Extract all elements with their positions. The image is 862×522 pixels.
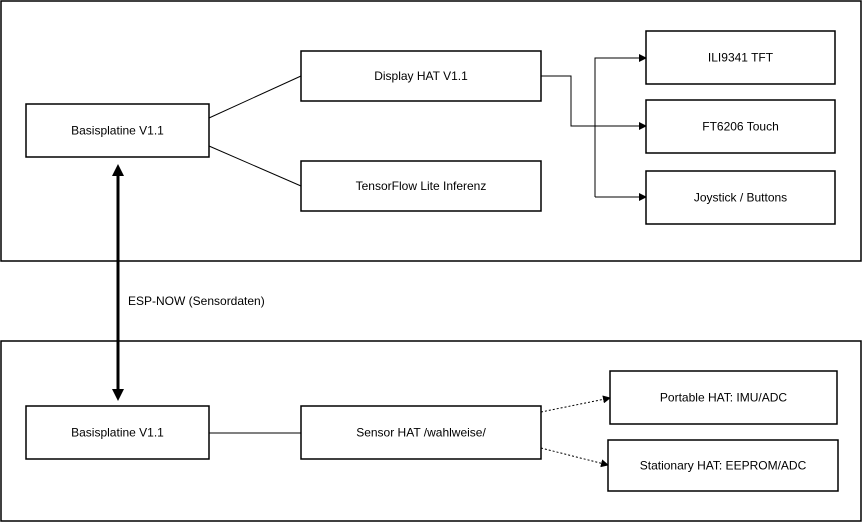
node-joystick-buttons[interactable]: Joystick / Buttons bbox=[645, 170, 836, 225]
node-basis-top[interactable]: Basisplatine V1.1 bbox=[25, 103, 210, 158]
esp-now-label: ESP-NOW (Sensordaten) bbox=[128, 294, 265, 308]
node-stationary-hat[interactable]: Stationary HAT: EEPROM/ADC bbox=[607, 439, 839, 492]
svg-text:Display HAT V1.1: Display HAT V1.1 bbox=[374, 69, 468, 83]
node-basis-bottom[interactable]: Basisplatine V1.1 bbox=[25, 405, 210, 460]
connector-basis-tensorflow bbox=[208, 145, 302, 187]
node-portable-hat[interactable]: Portable HAT: IMU/ADC bbox=[609, 370, 838, 425]
node-display-hat[interactable]: Display HAT V1.1 bbox=[300, 50, 542, 102]
svg-text:Stationary HAT: EEPROM/ADC: Stationary HAT: EEPROM/ADC bbox=[640, 459, 807, 473]
node-ft6206-touch[interactable]: FT6206 Touch bbox=[645, 99, 836, 154]
node-tensorflow[interactable]: TensorFlow Lite Inferenz bbox=[300, 160, 542, 212]
svg-text:Basisplatine V1.1: Basisplatine V1.1 bbox=[71, 124, 164, 138]
svg-text:Portable HAT: IMU/ADC: Portable HAT: IMU/ADC bbox=[660, 391, 787, 405]
connector-display-tft bbox=[541, 75, 647, 130]
connector-branch-tft bbox=[594, 54, 647, 197]
svg-text:Joystick / Buttons: Joystick / Buttons bbox=[694, 191, 787, 205]
node-ili9341-tft[interactable]: ILI9341 TFT bbox=[645, 30, 836, 85]
svg-text:Sensor HAT /wahlweise/: Sensor HAT /wahlweise/ bbox=[356, 426, 486, 440]
svg-text:TensorFlow Lite Inferenz: TensorFlow Lite Inferenz bbox=[356, 179, 487, 193]
connector-basis-display bbox=[208, 75, 302, 119]
node-sensor-hat[interactable]: Sensor HAT /wahlweise/ bbox=[300, 405, 542, 460]
connector-sensor-stationary bbox=[540, 447, 609, 468]
svg-text:Basisplatine V1.1: Basisplatine V1.1 bbox=[71, 426, 164, 440]
svg-text:FT6206 Touch: FT6206 Touch bbox=[702, 120, 779, 134]
esp-now-label-bg bbox=[124, 293, 260, 310]
svg-text:ILI9341 TFT: ILI9341 TFT bbox=[708, 51, 774, 65]
